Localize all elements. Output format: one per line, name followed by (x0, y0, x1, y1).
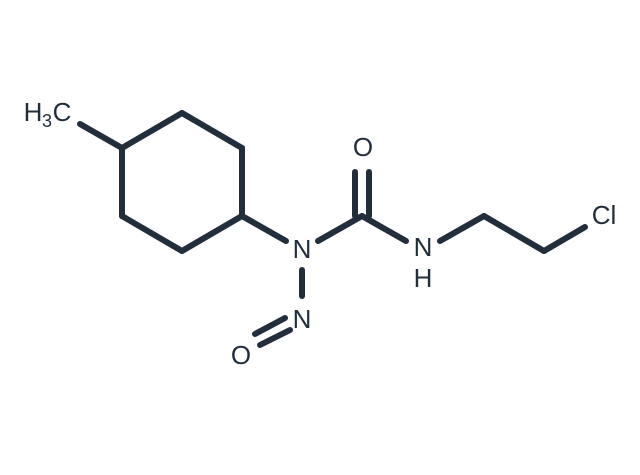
ring-bond (119, 110, 185, 151)
urea-nitrogen-label: N (293, 234, 312, 264)
amide-hydrogen-label: H (414, 263, 433, 293)
methyl-subscript-label: 3 (42, 111, 52, 131)
ring-n-bond (239, 213, 289, 244)
ring-bond (119, 213, 185, 254)
methyl-bond (77, 121, 125, 151)
nitroso-oxygen-label: O (231, 340, 251, 370)
chlorine-label: Cl (592, 200, 617, 230)
nitroso-double-bond (257, 327, 293, 348)
amide-nitrogen-label: N (414, 232, 433, 262)
carbonyl-oxygen-label: O (353, 132, 373, 162)
ch2-ch2-bond (481, 213, 547, 254)
carbonyl-nh-bond (359, 213, 409, 244)
methyl-h-label: H (24, 97, 43, 127)
nh-ch2-bond (437, 213, 487, 244)
ring-bond (179, 213, 245, 254)
nitroso-double-bond (252, 315, 288, 337)
n-carbonyl-bond (315, 213, 365, 244)
methyl-c-label: C (53, 97, 72, 127)
ring-bond (179, 110, 245, 151)
nitroso-nitrogen-label: N (293, 304, 312, 334)
ch2-cl-bond (541, 224, 588, 254)
